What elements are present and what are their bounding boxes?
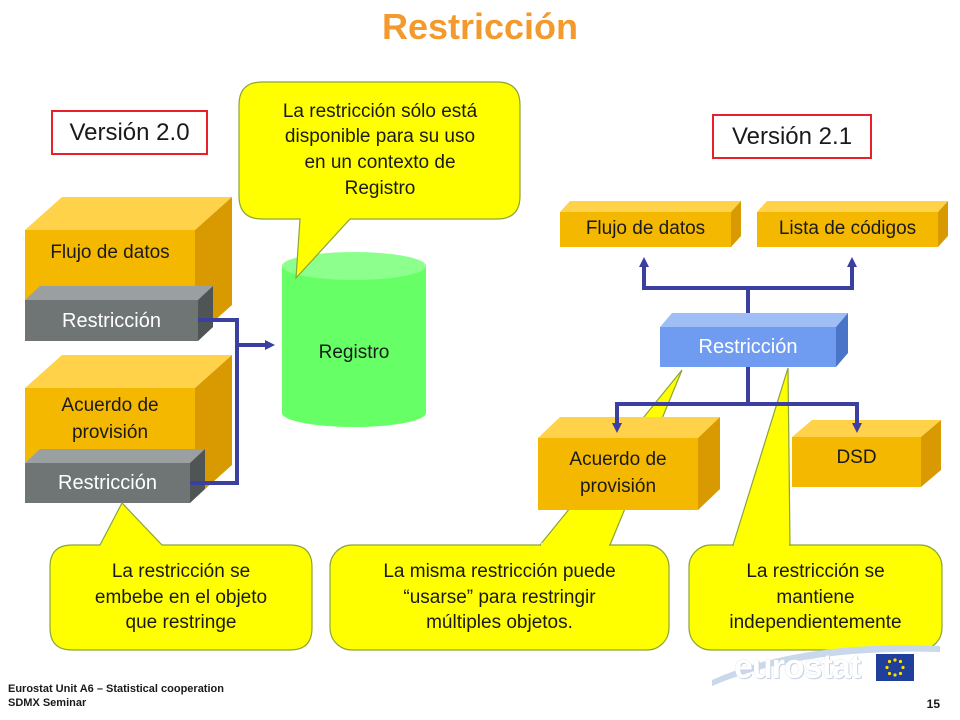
right-dsd-label: DSD [836, 446, 877, 468]
left-acuerdo-line2: provisión [71, 422, 149, 443]
footer-line2: SDMX Seminar [8, 697, 87, 710]
left-restriccion-1-label: Restricción [62, 309, 161, 332]
callout-middle-line1: La misma restricción puede [383, 561, 616, 583]
callout-right-text: La restricción se mantiene independiente… [693, 549, 938, 646]
callout-right-shape [688, 544, 943, 651]
eurostat-logo: eurostat [734, 648, 861, 686]
left-restriccion-1-box [25, 286, 213, 341]
left-acuerdo-label: Acuerdo de provisión [25, 392, 195, 448]
eurostat-logo-graphic [712, 645, 940, 686]
callout-top-line3: en un contexto de [304, 152, 456, 173]
right-acuerdo-box [538, 417, 720, 510]
registro-cylinder [282, 252, 426, 427]
right-acuerdo-line1: Acuerdo de [569, 449, 667, 471]
right-restriccion-label: Restricción [698, 336, 798, 358]
callout-left-shape [49, 501, 313, 651]
callout-right-line3: independientemente [729, 612, 902, 634]
registro-label: Registro [318, 341, 390, 363]
tail-joint-middle [541, 543, 609, 548]
callout-top-line4: Registro [344, 177, 416, 199]
callout-right-tail [732, 367, 791, 546]
footer-line1: Eurostat Unit A6 – Statistical cooperati… [8, 683, 224, 695]
version-2-1-label: Versión 2.1 [712, 114, 872, 159]
version-2-0-label: Versión 2.0 [51, 110, 208, 155]
right-acuerdo-line2: provisión [579, 476, 657, 497]
callout-top-text: La restricción sólo está disponible para… [244, 86, 516, 214]
page-number: 15 [926, 697, 940, 711]
left-acuerdo-line1: Acuerdo de [61, 395, 159, 417]
left-restriccion-2-box [25, 449, 205, 503]
left-connector-arrows [190, 318, 275, 485]
callout-middle-line3: múltiples objetos. [426, 612, 573, 634]
callout-left-line2: embebe en el objeto [94, 586, 268, 608]
callout-right-line1: La restricción se [746, 561, 885, 583]
right-lista-label: Lista de códigos [778, 218, 917, 240]
right-dsd-box [792, 420, 941, 487]
callout-left-line1: La restricción se [111, 561, 251, 583]
right-flujo-label: Flujo de datos [585, 218, 706, 240]
eu-flag-icon [876, 654, 914, 681]
callout-middle-shape [329, 544, 670, 651]
callout-right-line2: mantiene [776, 586, 855, 608]
left-restriccion-2-label: Restricción [58, 472, 157, 494]
page-title: Restricción [381, 6, 579, 47]
right-restriccion-box [660, 313, 848, 367]
callout-middle-text: La misma restricción puede “usarse” para… [334, 549, 665, 646]
right-acuerdo-label: Acuerdo de provisión [538, 440, 698, 508]
callout-top-shape [238, 81, 521, 280]
left-flujo-label: Flujo de datos [50, 241, 170, 263]
tail-joint-right [734, 543, 789, 548]
callout-left-text: La restricción se embebe en el objeto qu… [54, 549, 308, 646]
right-flujo-box [560, 201, 741, 247]
right-lista-box [757, 201, 948, 247]
callout-middle-line2: “usarse” para restringir [403, 586, 596, 608]
left-acuerdo-box [25, 355, 232, 498]
right-connector-arrows [612, 257, 862, 433]
footer-info: Eurostat Unit A6 – Statistical cooperati… [8, 682, 338, 711]
callout-top-line2: disponible para su uso [284, 126, 476, 148]
callout-left-line3: que restringe [125, 612, 237, 634]
callout-top-line1: La restricción sólo está [282, 100, 478, 122]
